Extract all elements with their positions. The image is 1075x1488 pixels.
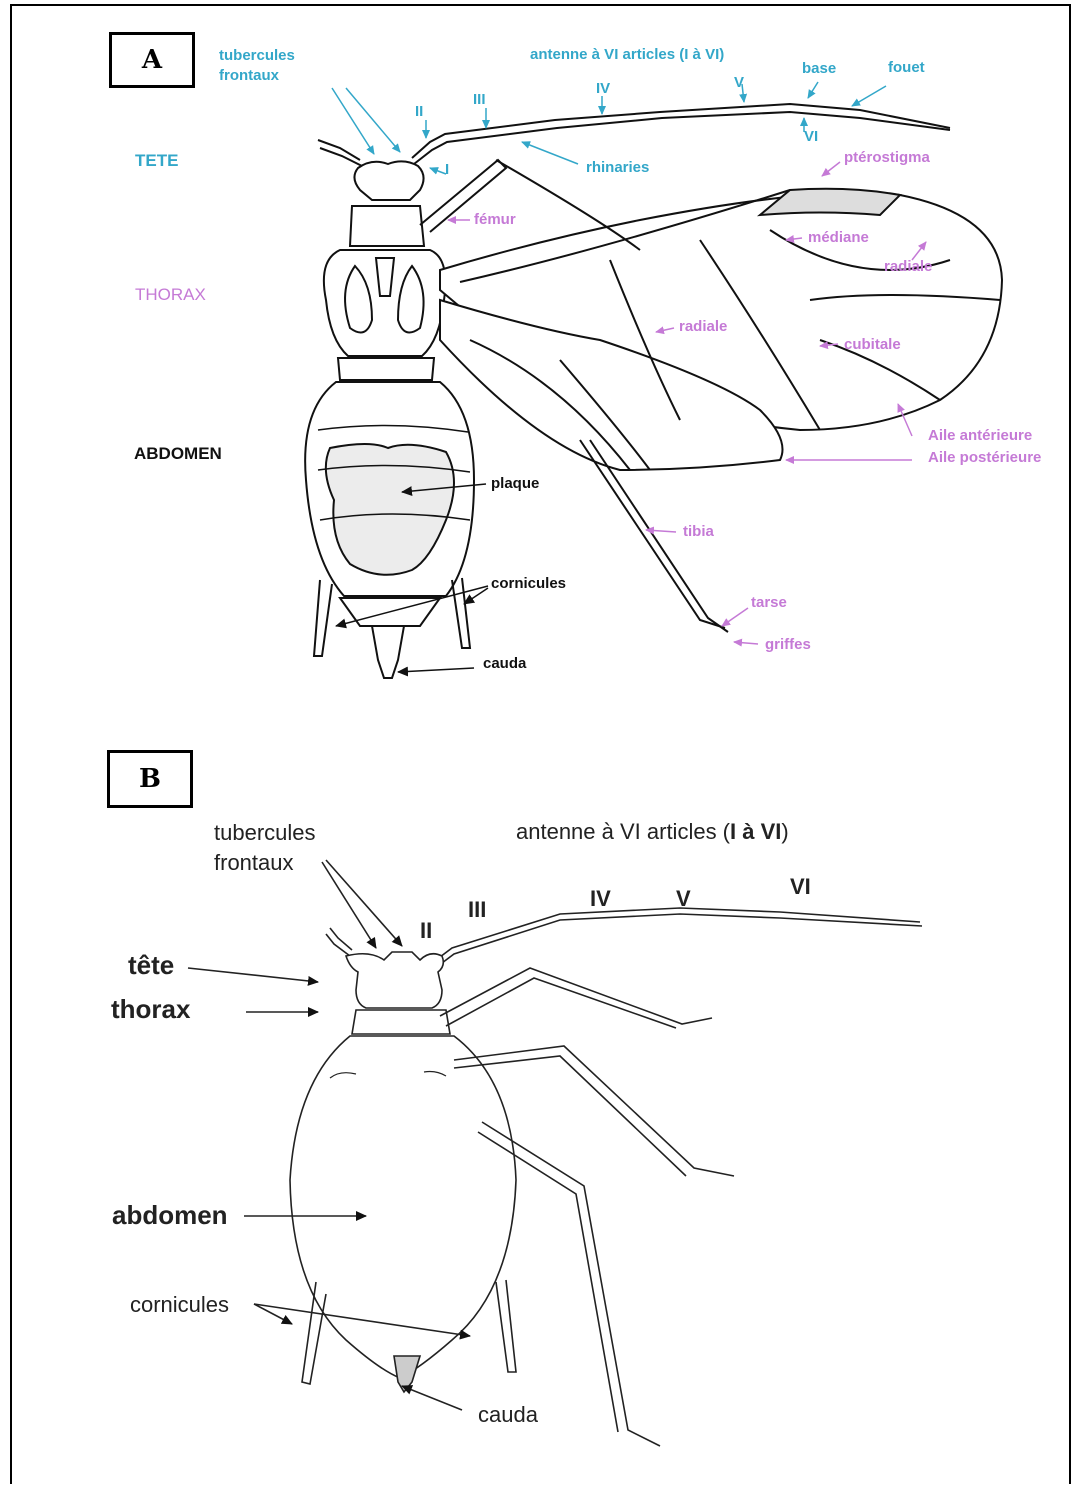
label-aile-posterieure: Aile postérieure [928, 449, 1041, 466]
aphid-wingless-drawing [290, 908, 922, 1446]
panel-a-letter: A [109, 32, 195, 88]
label-tete-b: tête [128, 950, 174, 981]
label-seg-III-b: III [468, 897, 486, 923]
label-tarse: tarse [751, 594, 787, 611]
label-seg-VI-a: VI [804, 128, 818, 145]
label-abdomen-a: ABDOMEN [134, 444, 222, 464]
label-seg-V-a: V [734, 74, 744, 91]
label-fouet: fouet [888, 59, 925, 76]
label-base: base [802, 60, 836, 77]
panel-b-letter: B [107, 750, 193, 808]
label-tete-a: TETE [135, 151, 178, 171]
label-antenne-a: antenne à VI articles (I à VI) [530, 46, 724, 63]
aphid-winged-drawing [305, 104, 1002, 678]
label-mediane: médiane [808, 229, 869, 246]
label-seg-II-b: II [420, 918, 432, 944]
label-aile-anterieure: Aile antérieure [928, 427, 1032, 444]
label-pterostigma: ptérostigma [844, 149, 930, 166]
label-radiale-top: radiale [884, 258, 932, 275]
label-seg-V-b: V [676, 886, 691, 912]
label-thorax-b: thorax [111, 994, 190, 1025]
label-cornicules-b: cornicules [130, 1292, 229, 1318]
label-tubercules-frontaux-a: tubercules frontaux [219, 46, 295, 86]
label-cornicules-a: cornicules [491, 575, 566, 592]
label-abdomen-b: abdomen [112, 1200, 228, 1231]
label-seg-III-a: III [473, 91, 486, 108]
label-griffes: griffes [765, 636, 811, 653]
label-antenne-b: antenne à VI articles (I à VI) [516, 819, 789, 845]
label-rhinaries: rhinaries [586, 159, 649, 176]
label-femur: fémur [474, 211, 516, 228]
label-cubitale: cubitale [844, 336, 901, 353]
label-cauda-b: cauda [478, 1402, 538, 1428]
label-tubercules-frontaux-b: tubercules frontaux [214, 818, 316, 878]
label-seg-IV-a: IV [596, 80, 610, 97]
label-cauda-a: cauda [483, 655, 526, 672]
label-thorax-a: THORAX [135, 285, 206, 305]
label-seg-VI-b: VI [790, 874, 811, 900]
label-plaque: plaque [491, 475, 539, 492]
label-radiale-mid: radiale [679, 318, 727, 335]
label-seg-I-a: I [445, 161, 449, 178]
label-tibia: tibia [683, 523, 714, 540]
label-seg-II-a: II [415, 103, 423, 120]
label-seg-IV-b: IV [590, 886, 611, 912]
